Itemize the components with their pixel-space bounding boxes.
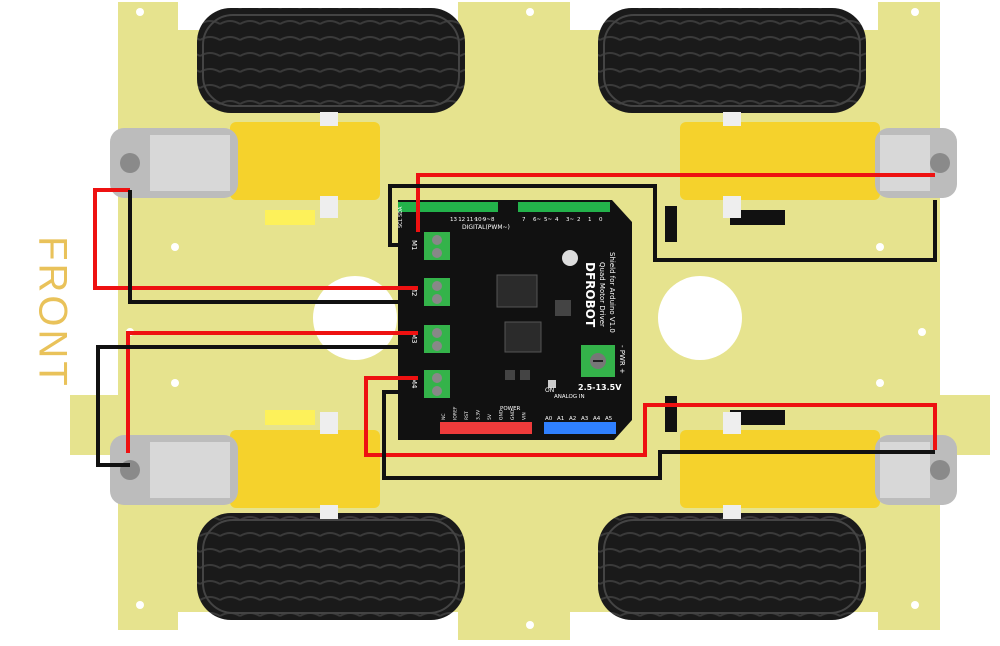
digital-pin-label: 13 xyxy=(450,217,457,223)
digital-header xyxy=(398,202,610,212)
analog-pin-label: A5 xyxy=(605,416,613,422)
mount-slot xyxy=(665,396,677,432)
digital-pin-label: 11~ xyxy=(466,217,478,223)
mount-slot xyxy=(665,206,677,242)
digital-label: DIGITAL(PWM~) xyxy=(462,224,510,231)
front-label: FRONT xyxy=(30,236,75,389)
motor-front-top xyxy=(110,112,380,218)
dfrobot-logo-icon xyxy=(562,250,578,266)
digital-pin-label: 2 xyxy=(577,217,581,223)
voltage-label: 2.5-13.5V xyxy=(578,383,622,392)
analog-header xyxy=(544,422,616,434)
power-pin-label: IOREF xyxy=(453,406,459,420)
chassis-hole-right xyxy=(658,276,742,360)
mount-slot xyxy=(730,410,785,425)
wheel-front-top xyxy=(197,8,465,113)
wire-m3-black xyxy=(96,345,418,467)
digital-pin-label: 1 xyxy=(588,217,592,223)
motor-label-m3: M3 xyxy=(410,333,418,344)
digital-pin-label: 4 xyxy=(555,217,559,223)
digital-pin-label: 5~ xyxy=(544,217,552,223)
motor-label-m4: M4 xyxy=(410,378,418,389)
analog-pin-label: A3 xyxy=(581,416,589,422)
terminal-m2 xyxy=(424,278,450,306)
subtitle-line2: Shield for Arduino V1.0 xyxy=(608,252,616,333)
analog-label: ANALOG IN xyxy=(554,394,585,400)
power-terminal xyxy=(581,345,615,377)
wire-m1-red xyxy=(416,173,935,232)
power-pin-label: RST xyxy=(464,411,470,420)
terminal-m4 xyxy=(424,370,450,398)
mount-slot xyxy=(265,410,315,425)
terminal-m1 xyxy=(424,232,450,260)
wire-m2-black xyxy=(128,190,418,304)
wheel-rear-bottom xyxy=(598,513,866,620)
driver-chip xyxy=(504,321,542,353)
wire-m2-red xyxy=(93,188,418,290)
digital-pin-label: 8 xyxy=(491,217,495,223)
digital-pin-label: 6~ xyxy=(533,217,541,223)
analog-pin-label: A0 xyxy=(545,416,553,422)
wire-m3-red xyxy=(126,331,418,453)
wheel-rear-top xyxy=(598,8,866,113)
digital-pin-label: 0 xyxy=(599,217,603,223)
digital-pin-label: 7 xyxy=(522,217,526,223)
scl-sda-label: SCL SDA xyxy=(398,206,404,228)
mount-slot xyxy=(730,210,785,225)
power-pin-labels: NC IOREF RST 3.3V 5V GND GND VIN xyxy=(441,406,528,420)
power-pin-label: 3.3V xyxy=(476,409,482,420)
wheel-front-bottom xyxy=(197,513,465,620)
power-header xyxy=(440,422,532,434)
driver-chip xyxy=(496,274,538,308)
motor-label-m2: M2 xyxy=(410,286,418,297)
wires xyxy=(93,173,937,480)
analog-pin-label: A4 xyxy=(593,416,601,422)
wire-m4-red xyxy=(364,376,937,457)
power-pin-label: NC xyxy=(441,413,447,420)
pwr-label: - PWR + xyxy=(618,345,626,374)
mount-slot xyxy=(265,210,315,225)
terminal-m3 xyxy=(424,325,450,353)
motor-label-m1: M1 xyxy=(410,240,418,251)
wire-m4-black xyxy=(382,390,935,480)
digital-pin-label: 10~ xyxy=(475,217,487,223)
power-label: POWER xyxy=(500,406,521,412)
wire-m1-black xyxy=(388,184,937,262)
digital-pin-label: 12 xyxy=(458,217,465,223)
brand-label: DFROBOT xyxy=(583,262,597,328)
regulator-chip xyxy=(555,300,571,316)
subtitle-line1: Quad Motor Driver xyxy=(598,262,606,327)
analog-pin-label: A2 xyxy=(569,416,576,422)
digital-pin-label: 3~ xyxy=(566,217,574,223)
chassis-hole-left xyxy=(313,276,397,360)
analog-pin-label: A1 xyxy=(557,416,564,422)
power-pin-label: 5V xyxy=(487,413,493,420)
power-pin-label: GND xyxy=(499,409,505,420)
digital-pin-label: 9~ xyxy=(483,217,491,223)
on-label: ON xyxy=(545,387,554,394)
power-pin-label: GND xyxy=(510,409,516,420)
motor-front-bottom xyxy=(110,412,380,519)
analog-pin-labels: A0 A1 A2 A3 A4 A5 xyxy=(545,416,613,422)
motor-rear-top xyxy=(680,112,957,218)
power-pin-label: VIN xyxy=(522,412,528,420)
